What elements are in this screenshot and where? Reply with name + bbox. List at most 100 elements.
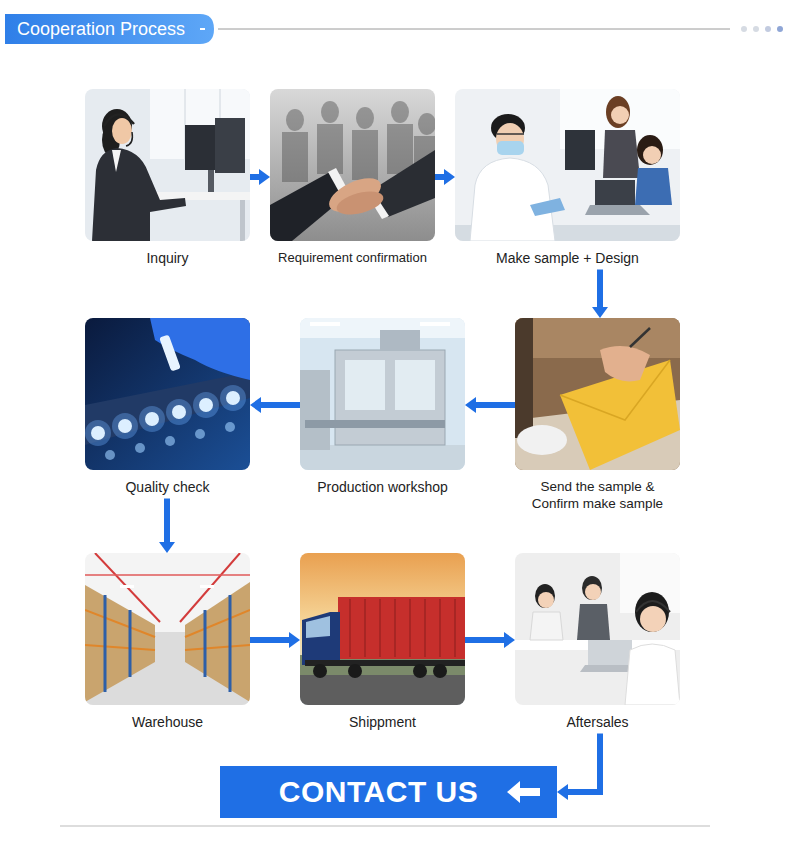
warehouse-photo-part-part bbox=[129, 610, 132, 677]
shipment-photo-part-part bbox=[394, 599, 396, 657]
warehouse-photo-part-part bbox=[204, 610, 207, 677]
title-tab-part bbox=[765, 26, 771, 32]
workshop-photo-part bbox=[420, 322, 450, 326]
handshake-photo-part bbox=[270, 89, 435, 241]
inquiry-photo-part bbox=[215, 118, 245, 173]
warehouse-photo-part bbox=[85, 574, 250, 576]
shipment-photo-part bbox=[313, 664, 447, 678]
inquiry-photo-part bbox=[104, 114, 134, 126]
lab-photo-part bbox=[606, 96, 630, 128]
contact-button bbox=[220, 766, 557, 818]
flow-arrow bbox=[164, 499, 170, 543]
workshop-photo-part bbox=[345, 360, 385, 410]
inquiry-photo-part bbox=[240, 200, 245, 241]
lab-photo-part bbox=[497, 133, 524, 135]
step-caption: Requirement confirmation bbox=[270, 250, 435, 266]
inquiry-photo-part bbox=[208, 170, 214, 192]
aftersales-photo-part bbox=[625, 644, 680, 705]
contact-button-part bbox=[220, 766, 557, 818]
sample-photo bbox=[515, 318, 680, 470]
aftersales-photo-part bbox=[585, 584, 601, 600]
quality-photo-part bbox=[85, 318, 250, 470]
process-step: Production workshop bbox=[300, 318, 465, 499]
inquiry-photo-part bbox=[92, 148, 186, 241]
shipment-photo-part-part bbox=[413, 664, 427, 678]
inquiry-photo-part bbox=[126, 132, 132, 146]
step-caption: Shippment bbox=[300, 714, 465, 732]
flow-arrow bbox=[435, 174, 444, 180]
lab-photo-part bbox=[496, 123, 524, 155]
lab-photo-part bbox=[585, 205, 650, 215]
aftersales-photo bbox=[515, 553, 680, 705]
workshop-photo-part bbox=[300, 370, 330, 450]
title-tab-part bbox=[5, 14, 214, 44]
shipment-photo-part-part bbox=[409, 599, 411, 657]
handshake-photo-part-part bbox=[317, 124, 343, 174]
quality-photo-part-part bbox=[112, 413, 138, 439]
shipment-photo bbox=[300, 553, 465, 705]
quality-photo-part bbox=[91, 391, 240, 440]
process-step: Inquiry bbox=[85, 89, 250, 270]
lab-photo-part bbox=[603, 130, 640, 178]
page-title: Cooperation Process bbox=[17, 15, 185, 43]
warehouse-photo-part-part bbox=[229, 595, 232, 692]
quality-photo-part-part bbox=[105, 450, 115, 460]
shipment-photo-part-part bbox=[424, 599, 426, 657]
step-caption: Inquiry bbox=[85, 250, 250, 268]
process-step: Requirement confirmation bbox=[270, 89, 435, 268]
flow-arrow bbox=[250, 637, 289, 643]
process-step: Send the sample & Confirm make sample bbox=[515, 318, 680, 515]
warehouse-photo-part bbox=[120, 585, 134, 588]
step-caption: Send the sample & Confirm make sample bbox=[515, 479, 680, 513]
inquiry-photo-part bbox=[112, 118, 132, 144]
quality-photo-part bbox=[85, 385, 246, 446]
step-caption: Warehouse bbox=[85, 714, 250, 732]
workshop-photo bbox=[300, 318, 465, 470]
process-step: Warehouse bbox=[85, 553, 250, 734]
flow-arrow bbox=[250, 174, 259, 180]
lab-photo-part bbox=[637, 135, 663, 165]
quality-photo-part-part bbox=[195, 429, 205, 439]
aftersales-photo-part bbox=[636, 601, 670, 612]
aftersales-photo-part bbox=[588, 640, 632, 665]
aftersales-photo-part bbox=[577, 604, 610, 640]
shipment-photo-part-part bbox=[433, 664, 447, 678]
quality-photo-part-part bbox=[166, 399, 192, 425]
warehouse-photo-part bbox=[85, 610, 250, 650]
handshake-photo-part bbox=[324, 171, 386, 218]
warehouse-photo-part-part bbox=[85, 645, 155, 650]
quality-photo-part bbox=[85, 372, 250, 445]
button-label: CONTACT US bbox=[279, 773, 478, 811]
warehouse-photo-part-part bbox=[104, 595, 107, 692]
shipment-photo-part bbox=[302, 612, 340, 665]
lab-photo bbox=[455, 89, 680, 241]
warehouse-photo-part-part bbox=[185, 610, 250, 637]
workshop-photo-part bbox=[310, 322, 340, 326]
flow-arrow bbox=[465, 637, 504, 643]
workshop-photo-part bbox=[380, 330, 420, 350]
flow-arrow bbox=[568, 734, 600, 793]
quality-photo-part-part bbox=[172, 405, 186, 419]
warehouse-photo-part bbox=[185, 582, 250, 702]
shipment-photo-part bbox=[300, 553, 465, 705]
title-tab-part bbox=[200, 28, 205, 30]
quality-photo-part-part bbox=[91, 426, 105, 440]
sample-photo-part bbox=[515, 318, 680, 470]
step-caption: Quality check bbox=[85, 479, 250, 497]
handshake-photo-part-part bbox=[418, 113, 435, 135]
handshake-photo-part-part bbox=[352, 130, 378, 180]
workshop-photo-part bbox=[335, 350, 445, 445]
aftersales-photo-part bbox=[582, 576, 602, 600]
contact-button: CONTACT US bbox=[220, 766, 557, 818]
warehouse-photo-part bbox=[85, 553, 250, 705]
shipment-photo-part bbox=[300, 675, 465, 705]
quality-photo-part-part bbox=[199, 398, 213, 412]
title-tab bbox=[5, 14, 783, 44]
step-caption: Make sample + Design bbox=[455, 250, 680, 268]
handshake-photo-part-part bbox=[286, 109, 304, 131]
aftersales-photo-part bbox=[515, 553, 680, 705]
shipment-photo-part-part bbox=[379, 599, 381, 657]
process-step: Shippment bbox=[300, 553, 465, 734]
sample-photo-part bbox=[515, 318, 680, 358]
process-step: Make sample + Design bbox=[455, 89, 680, 270]
